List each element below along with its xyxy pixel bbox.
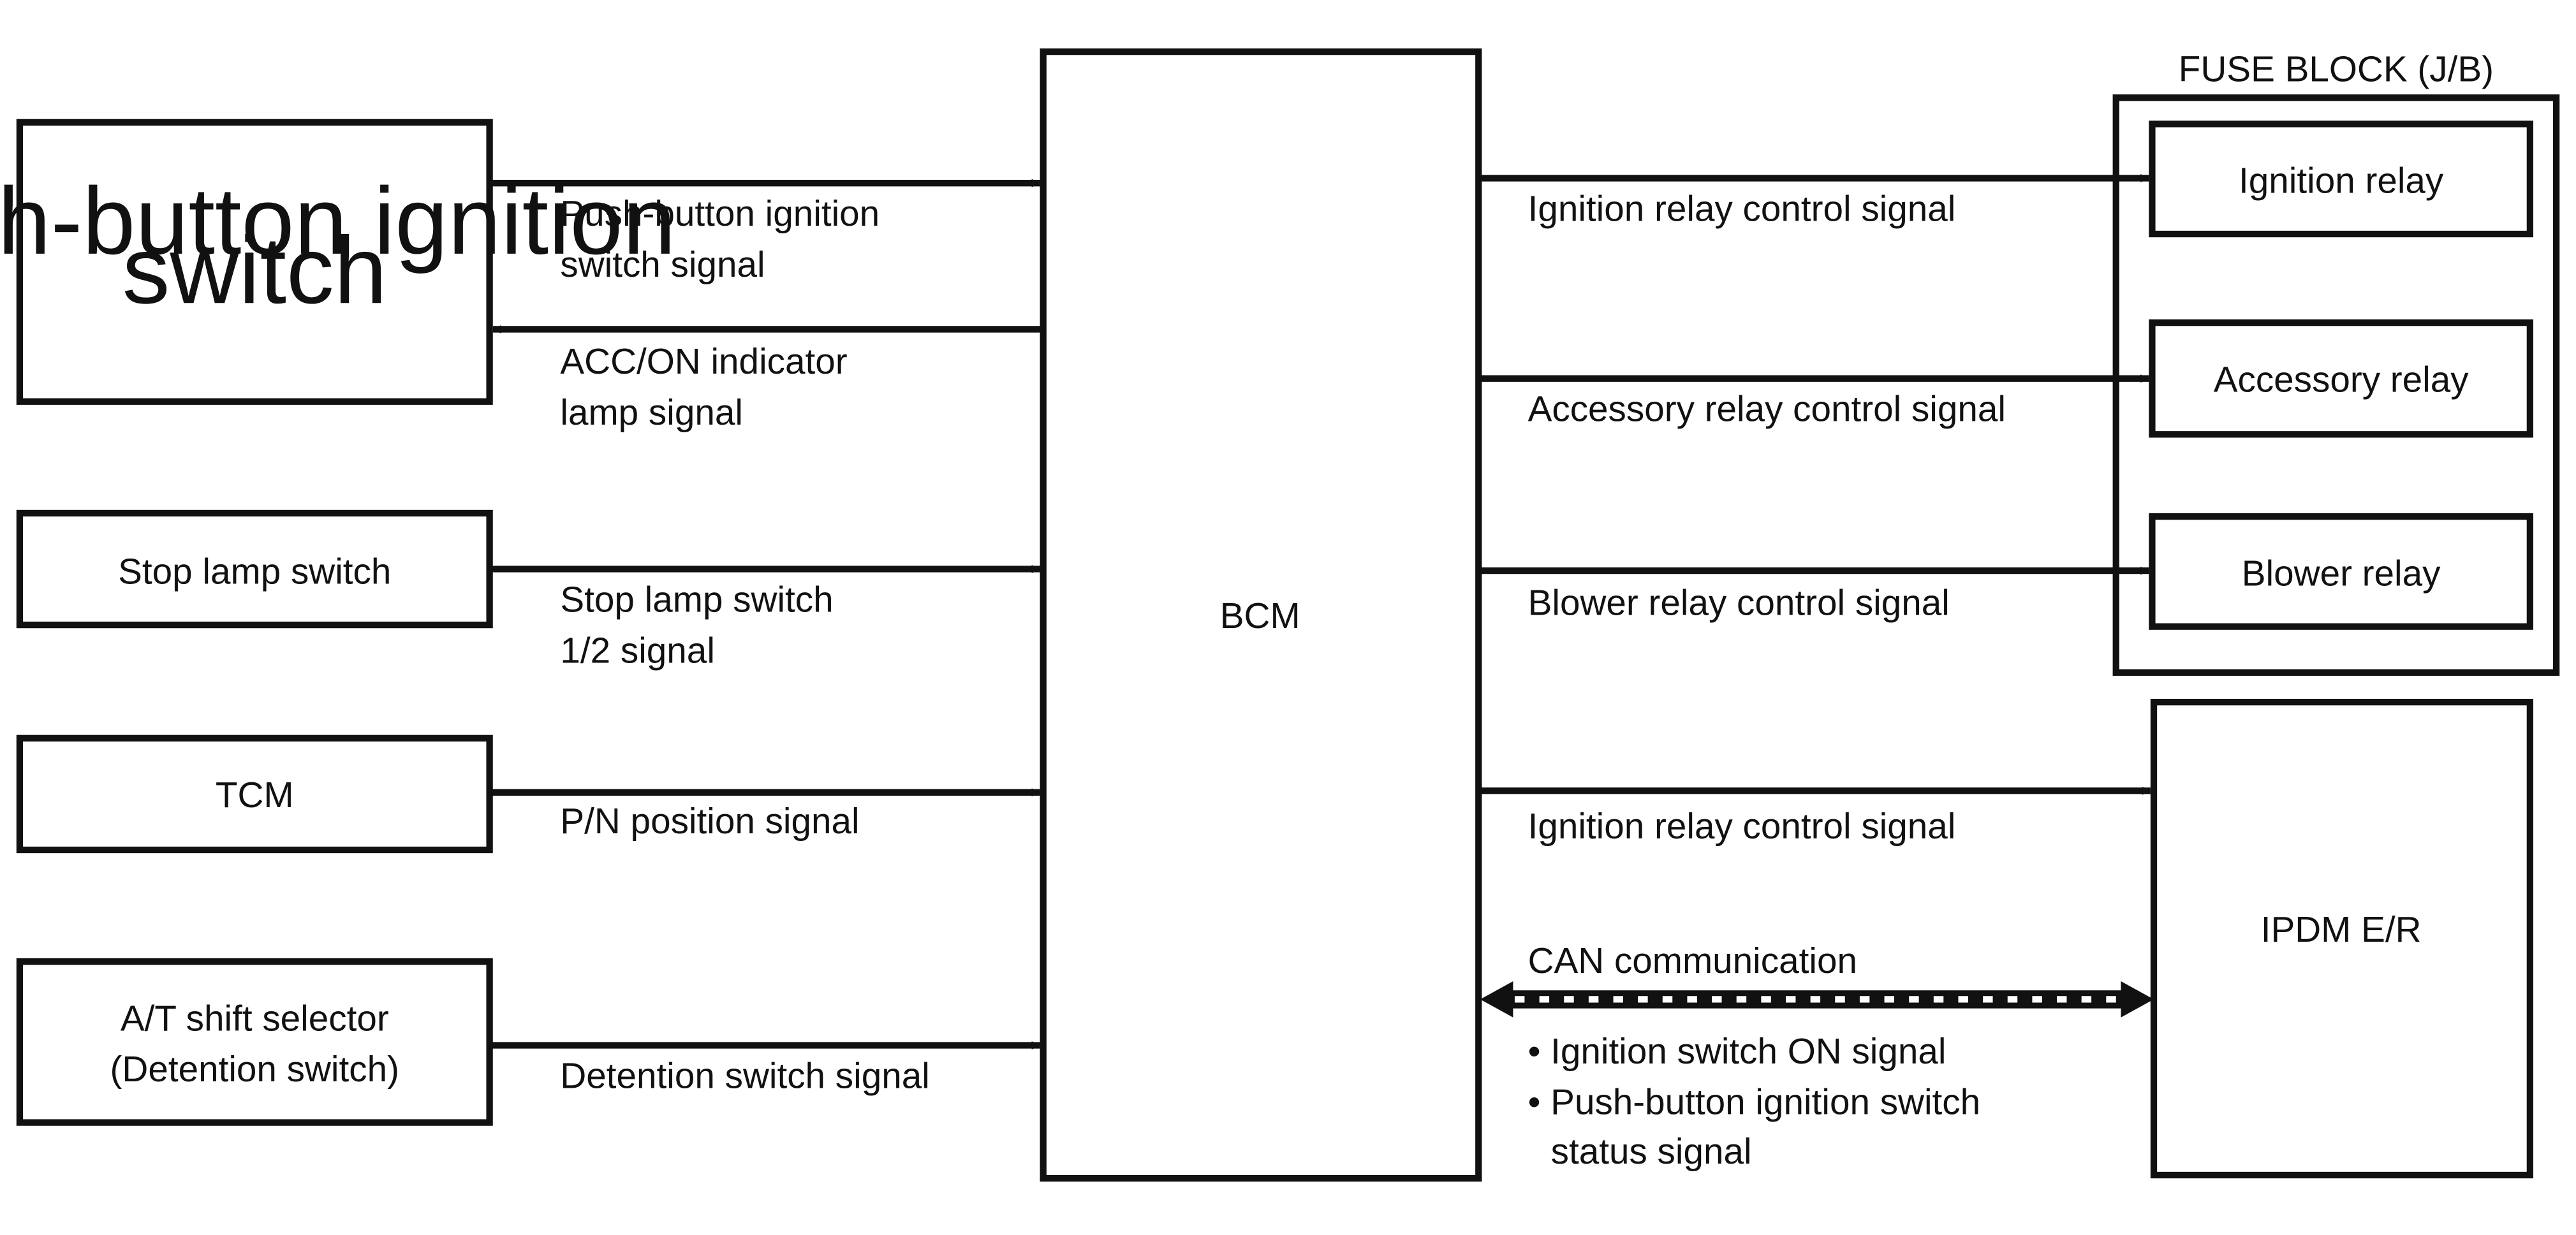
accessory-relay-control-label: Accessory relay control signal <box>1528 390 2006 430</box>
detention-signal-label: Detention switch signal <box>560 1056 929 1096</box>
bcm-box: BCM <box>1040 48 1482 1182</box>
push-button-signal-label-line2: switch signal <box>560 245 765 285</box>
accessory-relay-label: Accessory relay <box>2214 360 2469 400</box>
blower-relay-box: Blower relay <box>2149 513 2534 630</box>
acc-on-indicator-line: ACC/ON indicator lamp signal <box>492 325 1043 433</box>
tcm-box: TCM <box>16 734 493 854</box>
ignition-relay-label: Ignition relay <box>2239 161 2444 201</box>
stop-lamp-signal-label-line1: Stop lamp switch <box>560 580 833 620</box>
bcm-label: BCM <box>1220 596 1300 636</box>
blower-relay-label: Blower relay <box>2242 553 2441 594</box>
fuse-block: FUSE BLOCK (J/B) Ignition relay Accessor… <box>2112 49 2560 676</box>
at-shift-label-line1: A/T shift selector <box>121 998 389 1039</box>
ipdm-ignition-relay-control-label: Ignition relay control signal <box>1528 807 1956 847</box>
acc-on-indicator-label-line1: ACC/ON indicator <box>560 342 847 382</box>
pn-position-signal-label: P/N position signal <box>560 801 859 842</box>
push-button-signal-line: Push-button ignition switch signal <box>489 179 1040 285</box>
accessory-relay-control-line: Accessory relay control signal <box>1478 374 2149 430</box>
ipdm-er-box: IPDM E/R <box>2150 699 2534 1179</box>
acc-on-indicator-label-line2: lamp signal <box>560 393 743 433</box>
can-arrow-right-icon <box>2121 981 2154 1018</box>
blower-relay-control-label: Blower relay control signal <box>1528 583 1950 624</box>
ipdm-er-label: IPDM E/R <box>2261 910 2422 950</box>
ignition-relay-box: Ignition relay <box>2149 121 2534 238</box>
push-button-label-line2: switch <box>122 217 387 323</box>
can-item-status-signal: status signal <box>1551 1132 1752 1172</box>
stop-lamp-signal-line: Stop lamp switch 1/2 signal <box>489 565 1040 671</box>
at-shift-selector-box: A/T shift selector (Detention switch) <box>16 958 493 1126</box>
can-arrow-left-icon <box>1480 981 1513 1018</box>
push-button-ignition-switch-box: Push-button ignition switch <box>0 119 676 405</box>
stop-lamp-switch-label: Stop lamp switch <box>118 552 391 592</box>
detention-signal-line: Detention switch signal <box>489 1041 1040 1096</box>
tcm-label: TCM <box>216 775 294 815</box>
stop-lamp-switch-box: Stop lamp switch <box>16 509 493 629</box>
blower-relay-control-line: Blower relay control signal <box>1478 566 2149 624</box>
stop-lamp-signal-label-line2: 1/2 signal <box>560 631 715 671</box>
can-item-ignition-on: • Ignition switch ON signal <box>1528 1032 1947 1072</box>
ignition-relay-control-line: Ignition relay control signal <box>1478 174 2149 229</box>
accessory-relay-box: Accessory relay <box>2149 319 2534 438</box>
fuse-block-title: FUSE BLOCK (J/B) <box>2179 49 2494 89</box>
push-button-signal-label-line1: Push-button ignition <box>560 194 880 234</box>
at-shift-label-line2: (Detention switch) <box>110 1049 399 1090</box>
can-communication-title: CAN communication <box>1528 941 1857 981</box>
can-item-push-button-status: • Push-button ignition switch <box>1528 1083 1981 1123</box>
ipdm-ignition-relay-control-line: Ignition relay control signal <box>1478 786 2151 847</box>
can-communication-link: CAN communication • Ignition switch ON s… <box>1480 941 2154 1172</box>
ignition-relay-control-label: Ignition relay control signal <box>1528 189 1956 229</box>
pn-position-signal-line: P/N position signal <box>489 788 1040 842</box>
